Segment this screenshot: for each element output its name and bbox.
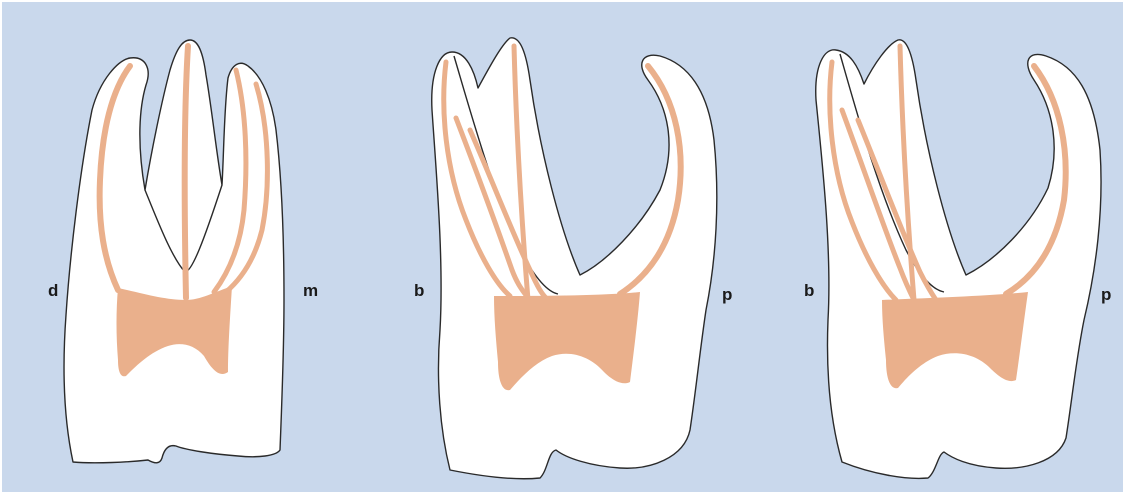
label-figure-3-right: p [1101, 285, 1111, 304]
label-figure-3-left: b [804, 281, 814, 300]
label-figure-2-right: p [722, 285, 732, 304]
tooth-figure-1 [64, 40, 284, 463]
canal-1b [185, 46, 188, 298]
label-figure-2-left: b [414, 281, 424, 300]
label-figure-1-left: d [48, 281, 58, 300]
label-figure-1-right: m [303, 281, 318, 300]
